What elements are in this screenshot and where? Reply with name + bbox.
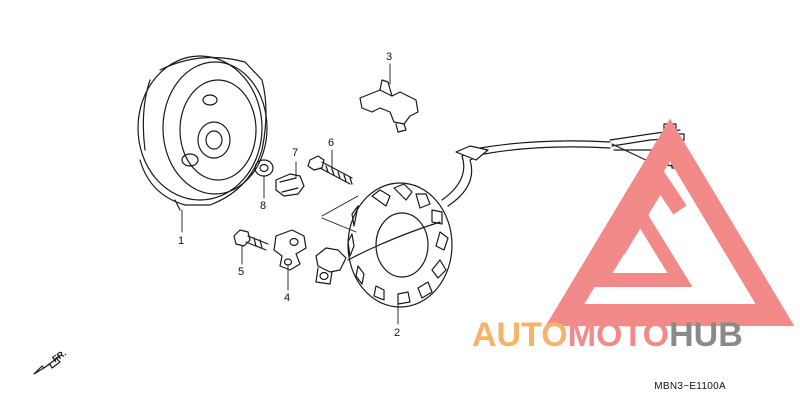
screw-part — [233, 229, 269, 251]
watermark-logo — [545, 118, 795, 326]
washer-part — [254, 159, 274, 177]
callout-8: 8 — [260, 200, 267, 212]
flywheel-rotor — [137, 55, 268, 211]
watermark-text-moto: MOTO — [567, 316, 670, 354]
callout-3: 3 — [386, 51, 393, 63]
stator-part — [315, 182, 453, 308]
watermark-text-auto: AUTO — [472, 316, 568, 354]
callout-2: 2 — [394, 327, 401, 339]
flange-bolt-part — [275, 173, 305, 197]
stator-bolt-part — [307, 155, 353, 185]
front-direction-arrow — [33, 355, 61, 375]
callout-7: 7 — [292, 147, 299, 159]
callout-4: 4 — [284, 292, 291, 304]
bracket-part — [273, 229, 307, 271]
watermark-text: AUTOMOTOHUB — [472, 318, 743, 352]
callout-5: 5 — [238, 266, 245, 278]
callout-6: 6 — [328, 137, 335, 149]
wire-clamp-part — [359, 79, 419, 133]
leader-lines — [181, 63, 399, 325]
watermark-text-hub: HUB — [669, 316, 743, 354]
callout-1: 1 — [178, 235, 185, 247]
diagram-code: MBN3−E1100A — [654, 381, 726, 392]
